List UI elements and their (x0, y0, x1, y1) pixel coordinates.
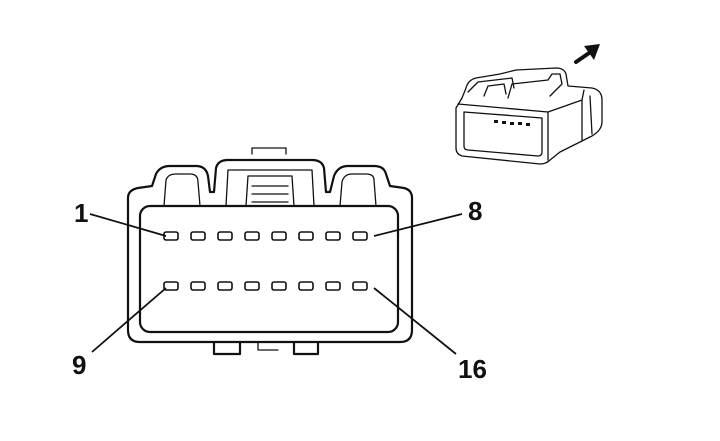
pin-cavity-3 (217, 231, 233, 241)
center-lock (225, 169, 315, 207)
pin-cavities (163, 231, 368, 291)
inset-center-lock (507, 73, 563, 99)
label-pin-9: 9 (72, 350, 86, 380)
pin-cavity-1 (163, 231, 179, 241)
inset-front-inner (463, 111, 543, 157)
label-pin-8: 8 (468, 196, 482, 226)
center-lock-inner (245, 175, 295, 207)
leader-pin-1 (89, 213, 167, 237)
pin-cavity-16 (352, 281, 368, 291)
pin-cavity-7 (325, 231, 341, 241)
pin-cavity-6 (298, 231, 314, 241)
pin-cavity-9 (163, 281, 179, 291)
latch-left (163, 173, 201, 207)
bottom-mark (257, 341, 279, 351)
top-bracket (251, 147, 287, 155)
pin-cavity-13 (271, 281, 287, 291)
connector-3d-view (455, 44, 603, 165)
label-pin-1: 1 (74, 198, 88, 228)
pin-cavity-15 (325, 281, 341, 291)
pin-cavity-8 (352, 231, 368, 241)
pin-cavity-11 (217, 281, 233, 291)
arrow-icon (574, 44, 600, 64)
pin-cavity-2 (190, 231, 206, 241)
pin-cavity-14 (298, 281, 314, 291)
bottom-key-left (212, 340, 242, 356)
leader-pin-8 (373, 213, 463, 237)
pin-cavity-5 (271, 231, 287, 241)
bottom-key-right (292, 340, 320, 356)
inset-top-latch (467, 77, 515, 97)
inset-pins (494, 120, 530, 126)
inset-body (455, 67, 603, 165)
pin-cavity-4 (244, 231, 260, 241)
connector-face: 1 8 9 16 (72, 147, 487, 384)
label-pin-16: 16 (458, 354, 487, 384)
pin-cavity-10 (190, 281, 206, 291)
inset-side (547, 89, 593, 141)
housing-outer (126, 158, 414, 344)
pin-cavity-12 (244, 281, 260, 291)
leader-pin-16 (373, 287, 457, 355)
leader-pin-9 (91, 287, 167, 353)
housing-inner (138, 204, 400, 334)
latch-right (339, 173, 377, 207)
